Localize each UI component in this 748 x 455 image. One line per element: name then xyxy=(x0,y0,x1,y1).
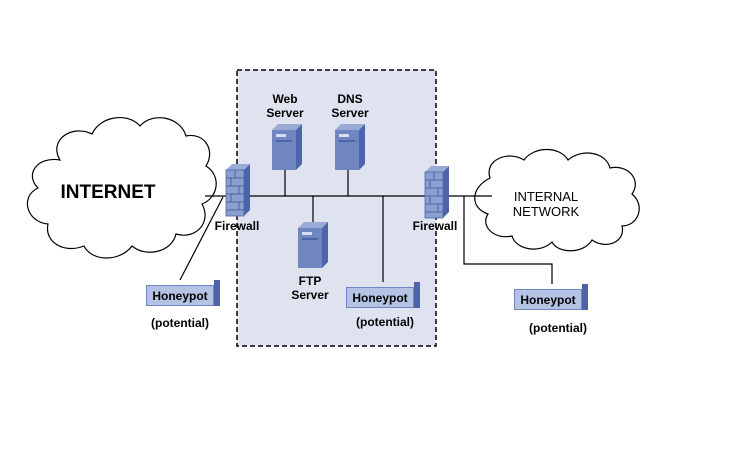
internal-honeypot-box xyxy=(514,289,582,310)
right-firewall-icon xyxy=(424,166,449,219)
left-firewall-icon xyxy=(225,164,250,217)
internal-network-label-line2: NETWORK xyxy=(512,204,580,219)
dmz-honeypot-box xyxy=(346,287,414,308)
internal-network-label-line1: INTERNAL xyxy=(513,189,579,204)
dns-server-label-line1: DNS xyxy=(337,92,363,106)
internal-honeypot-side xyxy=(582,284,588,310)
ftp-server-icon xyxy=(298,222,328,268)
dmz-honeypot-side xyxy=(414,282,420,308)
dmz-honeypot-note: (potential) xyxy=(356,315,414,329)
internal-honeypot: Honeypot xyxy=(514,284,588,310)
right-firewall-label: Firewall xyxy=(412,219,458,233)
internal-network-cloud xyxy=(474,148,640,252)
outer-honeypot-label: Honeypot xyxy=(152,289,208,303)
web-server-icon xyxy=(272,124,302,170)
dmz-honeypot-label: Honeypot xyxy=(352,291,408,305)
dns-server-label-line2: Server xyxy=(331,106,369,120)
internal-honeypot-label: Honeypot xyxy=(520,293,576,307)
internal-honeypot-note: (potential) xyxy=(529,321,587,335)
outer-honeypot-note: (potential) xyxy=(151,316,209,330)
ftp-server-label-line1: FTP xyxy=(298,274,322,288)
left-firewall-label: Firewall xyxy=(214,219,260,233)
ftp-server-label-line2: Server xyxy=(291,288,329,302)
outer-honeypot: Honeypot xyxy=(146,280,220,306)
internet-label: INTERNET xyxy=(60,182,156,203)
dmz-honeypot: Honeypot xyxy=(346,282,420,308)
web-server-label-line1: Web xyxy=(272,92,298,106)
web-server-label-line2: Server xyxy=(266,106,304,120)
internal-honeypot-link xyxy=(463,196,553,284)
outer-honeypot-side xyxy=(214,280,220,306)
outer-honeypot-link xyxy=(179,196,224,281)
dns-server-icon xyxy=(335,124,365,170)
outer-honeypot-box xyxy=(146,285,214,306)
internet-cloud xyxy=(26,117,217,259)
